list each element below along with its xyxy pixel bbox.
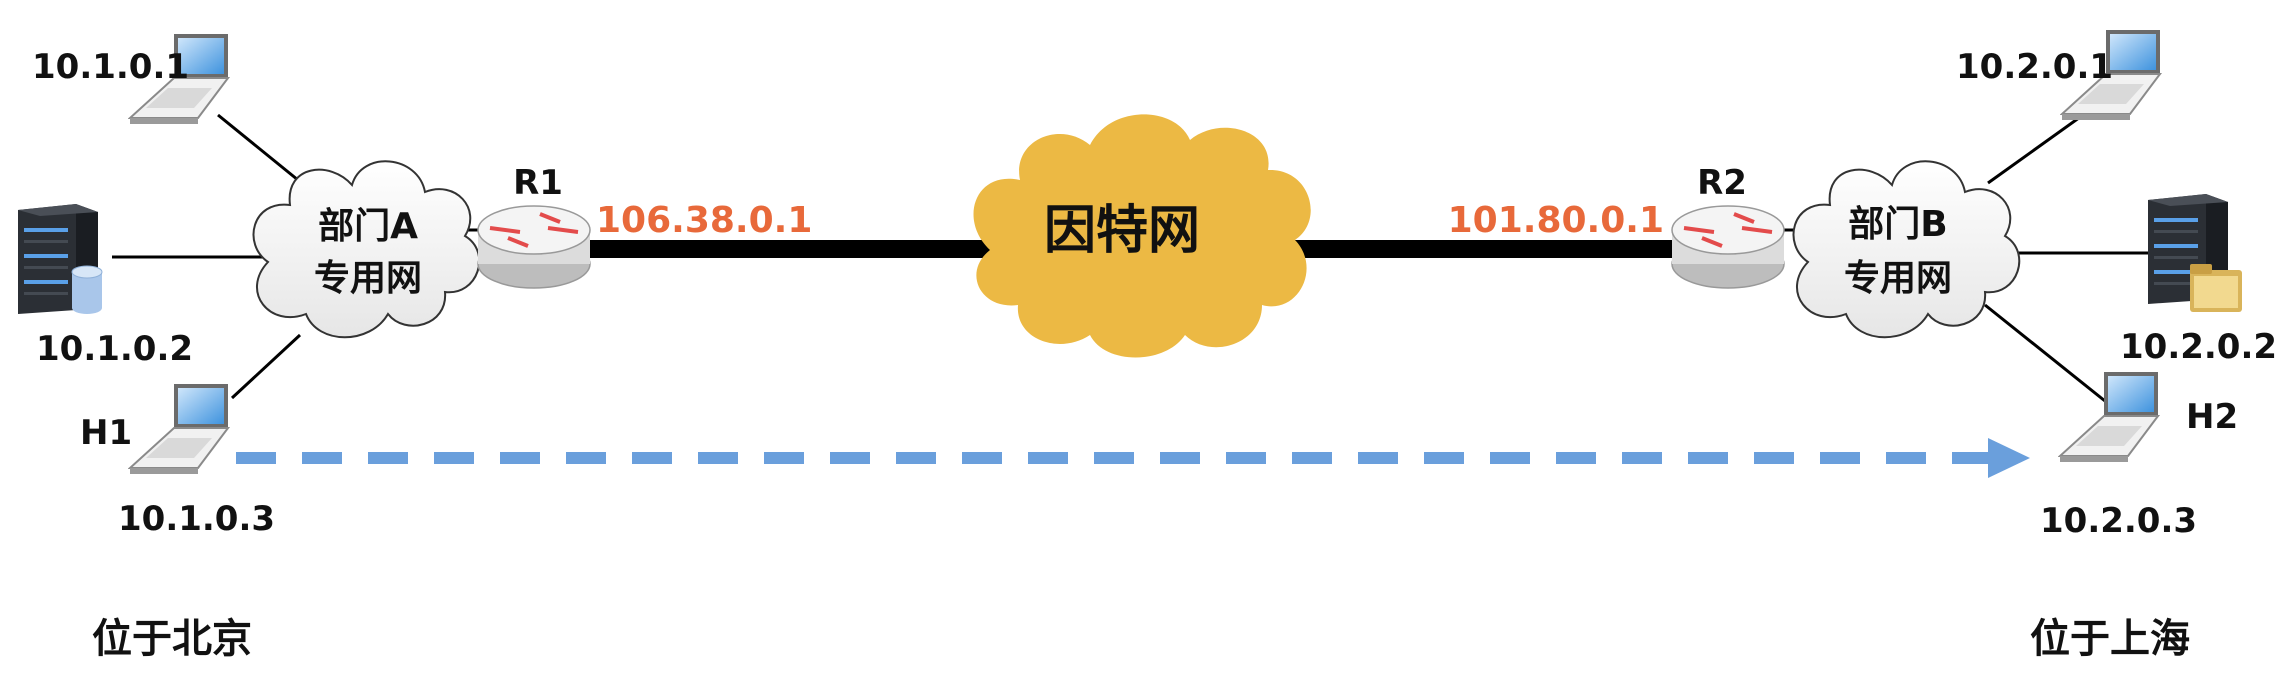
host-right-3-name: H2 [2186, 397, 2238, 437]
cloud-internet: 因特网 [973, 114, 1311, 358]
right-network-label-line1: 部门B [1848, 204, 1947, 245]
host-left-1-ip: 10.1.0.1 [32, 47, 189, 87]
host-right-1: 10.2.0.1 [1956, 29, 2161, 121]
host-right-2-ip: 10.2.0.2 [2120, 327, 2277, 367]
internet-label: 因特网 [1044, 201, 1200, 261]
host-right-1-ip: 10.2.0.1 [1956, 47, 2113, 87]
left-network-label-line1: 部门A [318, 206, 418, 247]
router-r1: R1 106.38.0.1 [477, 163, 812, 289]
host-right-3: H2 10.2.0.3 [2040, 371, 2238, 541]
right-location-caption: 位于上海 [2030, 616, 2190, 662]
host-left-1: 10.1.0.1 [32, 33, 229, 125]
host-left-2: 10.1.0.2 [18, 204, 193, 369]
folder-icon [2190, 264, 2242, 312]
cloud-left-private-network: 部门A 专用网 [252, 160, 481, 339]
link-host1-right [1987, 108, 2091, 185]
router-r2-name: R2 [1697, 163, 1747, 203]
host-right-3-ip: 10.2.0.3 [2040, 501, 2197, 541]
laptop-icon [2059, 371, 2159, 463]
host-left-3-name: H1 [80, 413, 132, 453]
right-network-label-line2: 专用网 [1844, 258, 1952, 299]
database-icon [71, 265, 103, 314]
link-host1-left [217, 113, 299, 182]
laptop-icon [129, 383, 229, 475]
router-r1-ip: 106.38.0.1 [596, 200, 812, 241]
router-r1-arrows-icon [489, 212, 579, 248]
cloud-right-private-network: 部门B 专用网 [1792, 160, 2021, 339]
left-location-caption: 位于北京 [92, 616, 252, 662]
host-left-3-ip: 10.1.0.3 [118, 499, 275, 539]
host-left-3: H1 10.1.0.3 [80, 383, 275, 539]
link-host3-left [230, 333, 302, 400]
router-r1-name: R1 [513, 163, 563, 203]
host-left-2-ip: 10.1.0.2 [36, 329, 193, 369]
router-r2-arrows-icon [1683, 212, 1773, 248]
data-flow-arrow [236, 438, 2030, 478]
router-r2: R2 101.80.0.1 [1448, 163, 1785, 289]
links [112, 108, 2150, 407]
link-host3-right [1984, 303, 2111, 407]
left-network-label-line2: 专用网 [314, 258, 422, 299]
host-right-2: 10.2.0.2 [2120, 194, 2277, 367]
router-r2-ip: 101.80.0.1 [1448, 200, 1664, 241]
